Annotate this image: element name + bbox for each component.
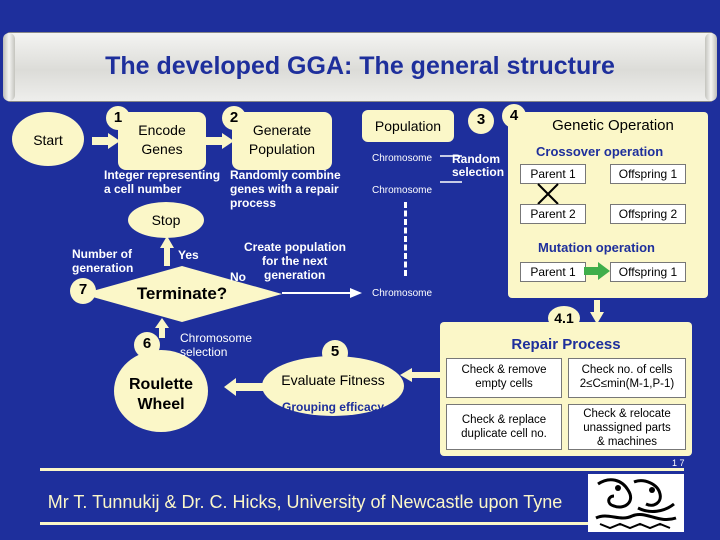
repair-cell-remove-empty: Check & remove empty cells: [446, 358, 562, 398]
arrow-roulette-terminate: [155, 318, 169, 343]
page-marker: 1 7: [672, 458, 685, 468]
encode-label-2: Genes: [141, 141, 183, 157]
page-title: The developed GGA: The general structure: [105, 52, 615, 80]
arrow-start-encode: [92, 133, 120, 154]
mutation-title: Mutation operation: [538, 240, 655, 255]
repair-cell-check-count: Check no. of cells 2≤C≤min(M-1,P-1): [568, 358, 686, 398]
generate-note-1: Randomly combine: [230, 168, 341, 182]
encode-label-1: Encode: [138, 122, 186, 138]
arrow-fitness-roulette: [224, 378, 264, 401]
crossover-parent-1: Parent 1: [520, 164, 586, 184]
encode-number: 1: [106, 106, 130, 130]
repair-cell-relocate: Check & relocate unassigned parts & mach…: [568, 404, 686, 450]
encode-note-1: Integer representing: [104, 168, 221, 182]
arrow-terminate-population: [282, 286, 362, 305]
fitness-sub: Grouping efficacy: [281, 400, 385, 414]
crossover-parent-2: Parent 2: [520, 204, 586, 224]
population-box: [362, 110, 454, 142]
arrow-genetic-repair: [590, 300, 604, 329]
terminate-condition-1: Number of: [72, 247, 132, 261]
repair-cell-1-line-2: empty cells: [475, 378, 533, 390]
start-oval: [12, 112, 84, 166]
yes-label: Yes: [178, 248, 199, 262]
arrow-encode-generate: [206, 133, 234, 154]
terminate-diamond: [82, 266, 282, 327]
roulette-label-2: Wheel: [137, 396, 185, 413]
repair-cell-2-line-2: 2≤C≤min(M-1,P-1): [579, 378, 675, 390]
repair-cell-4-line-2: unassigned parts: [583, 422, 671, 434]
terminate-label: Terminate?: [136, 284, 228, 303]
generate-number: 2: [222, 106, 246, 130]
arrow-terminate-stop: [160, 236, 174, 271]
genetic-operation-number: 4: [502, 104, 526, 128]
university-crest-icon: [588, 474, 684, 537]
repair-title: Repair Process: [511, 336, 621, 353]
encode-note-2: a cell number: [104, 182, 182, 196]
mutation-parent: Parent 1: [520, 262, 586, 282]
encode-box: [118, 112, 206, 170]
fitness-label: Evaluate Fitness: [281, 372, 385, 388]
generate-box: [232, 112, 332, 170]
generate-note-3: process: [230, 196, 277, 210]
crossover-offspring-2: Offspring 2: [610, 204, 686, 224]
terminate-condition-2: generation: [72, 261, 134, 275]
generate-label-1: Generate: [252, 122, 312, 138]
generate-label-2: Population: [248, 141, 316, 157]
mutation-arrow-icon: [584, 262, 610, 285]
fitness-oval: [262, 356, 404, 416]
random-selection-number: 3: [468, 108, 494, 134]
footer-divider-bottom: [40, 522, 684, 525]
population-label: Population: [374, 118, 442, 134]
mutation-offspring: Offspring 1: [610, 262, 686, 282]
arrow-repair-fitness: [400, 368, 440, 387]
scroll-curl-left: [3, 33, 15, 101]
title-banner: [3, 32, 717, 102]
stop-label: Stop: [151, 212, 181, 228]
repair-cell-replace-duplicate: Check & replace duplicate cell no.: [446, 404, 562, 450]
crossover-offspring-1: Offspring 1: [610, 164, 686, 184]
repair-cell-3-line-1: Check & replace: [461, 414, 547, 426]
crossover-cross-icon: [536, 182, 560, 211]
chromosome-row-2: Chromosome: [372, 185, 433, 196]
create-population-2: for the next: [262, 254, 328, 268]
repair-cell-3-line-2: duplicate cell no.: [461, 428, 547, 440]
genetic-operation-title: Genetic Operation: [552, 117, 674, 134]
roulette-note-1: Chromosome: [180, 331, 253, 345]
population-dots: [404, 202, 407, 276]
generate-note-2: genes with a repair: [230, 182, 339, 196]
start-label: Start: [33, 132, 63, 148]
create-population-1: Create population: [244, 240, 347, 254]
terminate-number: 7: [70, 278, 96, 304]
footer-credit: Mr T. Tunnukij & Dr. C. Hicks, Universit…: [47, 492, 563, 512]
random-selection-line-1: Random: [452, 152, 500, 166]
roulette-label-1: Roulette: [129, 376, 193, 393]
stop-oval: [128, 202, 204, 238]
roulette-oval: [114, 350, 208, 432]
create-population-3: generation: [264, 268, 326, 282]
chromosome-row-1: Chromosome: [372, 153, 433, 164]
chromosome-row-last: Chromosome: [372, 288, 433, 299]
random-selection-line-2: selection: [452, 165, 505, 179]
repair-cell-1-line-1: Check & remove: [461, 364, 547, 376]
crossover-title: Crossover operation: [536, 144, 664, 159]
repair-cell-4-line-3: & machines: [596, 436, 658, 448]
repair-cell-2-line-1: Check no. of cells: [581, 364, 673, 376]
selection-arrows: [440, 146, 510, 191]
repair-number: 4.1: [548, 306, 580, 330]
repair-cell-4-line-1: Check & relocate: [583, 408, 671, 420]
footer-divider-top: [40, 468, 684, 471]
no-label: No: [230, 270, 246, 284]
scroll-curl-right: [705, 33, 717, 101]
roulette-note-2: selection: [180, 345, 228, 359]
